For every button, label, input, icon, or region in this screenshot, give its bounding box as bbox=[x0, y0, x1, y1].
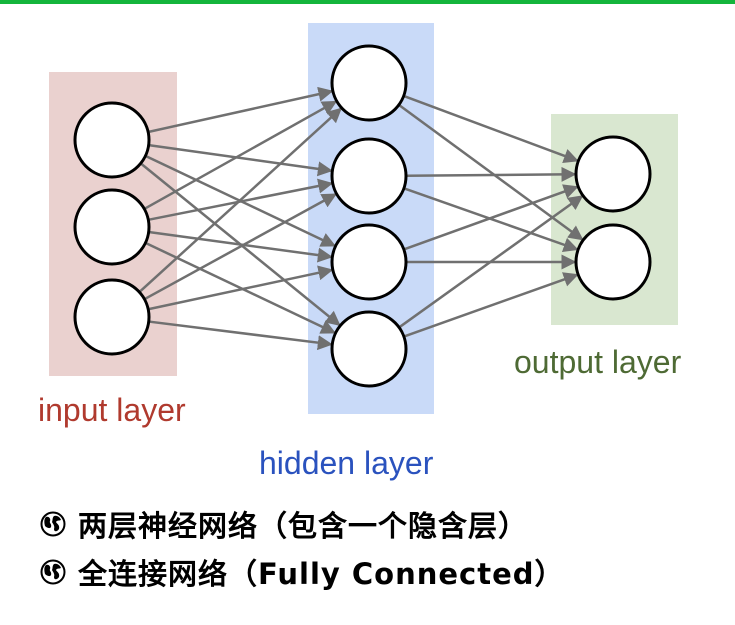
connection-edge bbox=[403, 184, 579, 251]
neural-network-diagram bbox=[49, 23, 678, 414]
neurons bbox=[73, 44, 652, 388]
input-neuron bbox=[73, 188, 151, 266]
output-neuron bbox=[574, 223, 652, 301]
connection-edge bbox=[148, 230, 333, 263]
connection-edge bbox=[403, 94, 579, 164]
connection-edge bbox=[403, 272, 579, 338]
bullet-item: 两层神经网络（包含一个隐含层） bbox=[40, 504, 528, 544]
hidden-neuron bbox=[330, 44, 408, 122]
hidden-neuron bbox=[330, 137, 408, 215]
globe-icon bbox=[40, 559, 66, 585]
connection-edge bbox=[405, 166, 577, 182]
connection-edge bbox=[148, 320, 333, 351]
output-layer-label: output layer bbox=[514, 344, 682, 380]
input-neuron bbox=[73, 278, 151, 356]
bullet-text: 全连接网络（Fully Connected） bbox=[78, 557, 565, 591]
input-layer-label: input layer bbox=[38, 392, 186, 428]
connection-edges bbox=[138, 86, 584, 351]
connection-edge bbox=[143, 193, 337, 301]
top-accent-bar bbox=[0, 0, 735, 4]
connection-edge bbox=[138, 107, 343, 294]
connection-edge bbox=[148, 143, 333, 177]
connection-edge bbox=[147, 265, 334, 311]
hidden-layer-label: hidden layer bbox=[259, 445, 434, 481]
output-neuron bbox=[574, 135, 652, 213]
hidden-neuron bbox=[330, 223, 408, 301]
connection-edge bbox=[147, 86, 334, 134]
input-neuron bbox=[73, 101, 151, 179]
bullet-text: 两层神经网络（包含一个隐含层） bbox=[78, 509, 529, 543]
globe-icon bbox=[40, 511, 66, 537]
hidden-neuron bbox=[330, 310, 408, 388]
connection-edge bbox=[143, 100, 338, 211]
connection-edge bbox=[398, 195, 584, 329]
bullet-item: 全连接网络（Fully Connected） bbox=[40, 552, 565, 592]
